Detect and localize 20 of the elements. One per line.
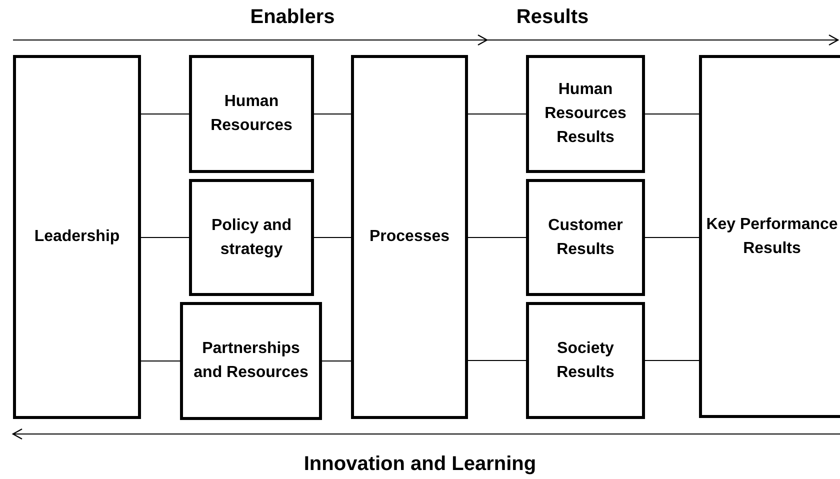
process-box: Human Resources: [189, 55, 314, 173]
connector-line: [314, 237, 352, 238]
connector-line: [140, 237, 190, 238]
process-box: Policy and strategy: [189, 179, 314, 296]
process-box: Processes: [351, 55, 468, 419]
process-box: Customer Results: [526, 179, 645, 296]
connector-line: [644, 360, 700, 361]
connector-line: [644, 237, 700, 238]
section-label: Results: [515, 5, 590, 30]
connector-line: [322, 360, 352, 362]
connector-line: [140, 360, 180, 362]
process-box: Partnerships and Resources: [180, 302, 322, 420]
section-label: Innovation and Learning: [302, 452, 538, 477]
process-box: Human Resources Results: [526, 55, 645, 173]
process-box: Key Performance Results: [699, 55, 840, 418]
connector-line: [468, 237, 526, 238]
section-label: Enablers: [249, 5, 336, 30]
connector-line: [468, 360, 526, 361]
process-box: Society Results: [526, 302, 645, 419]
process-box: Leadership: [13, 55, 141, 419]
